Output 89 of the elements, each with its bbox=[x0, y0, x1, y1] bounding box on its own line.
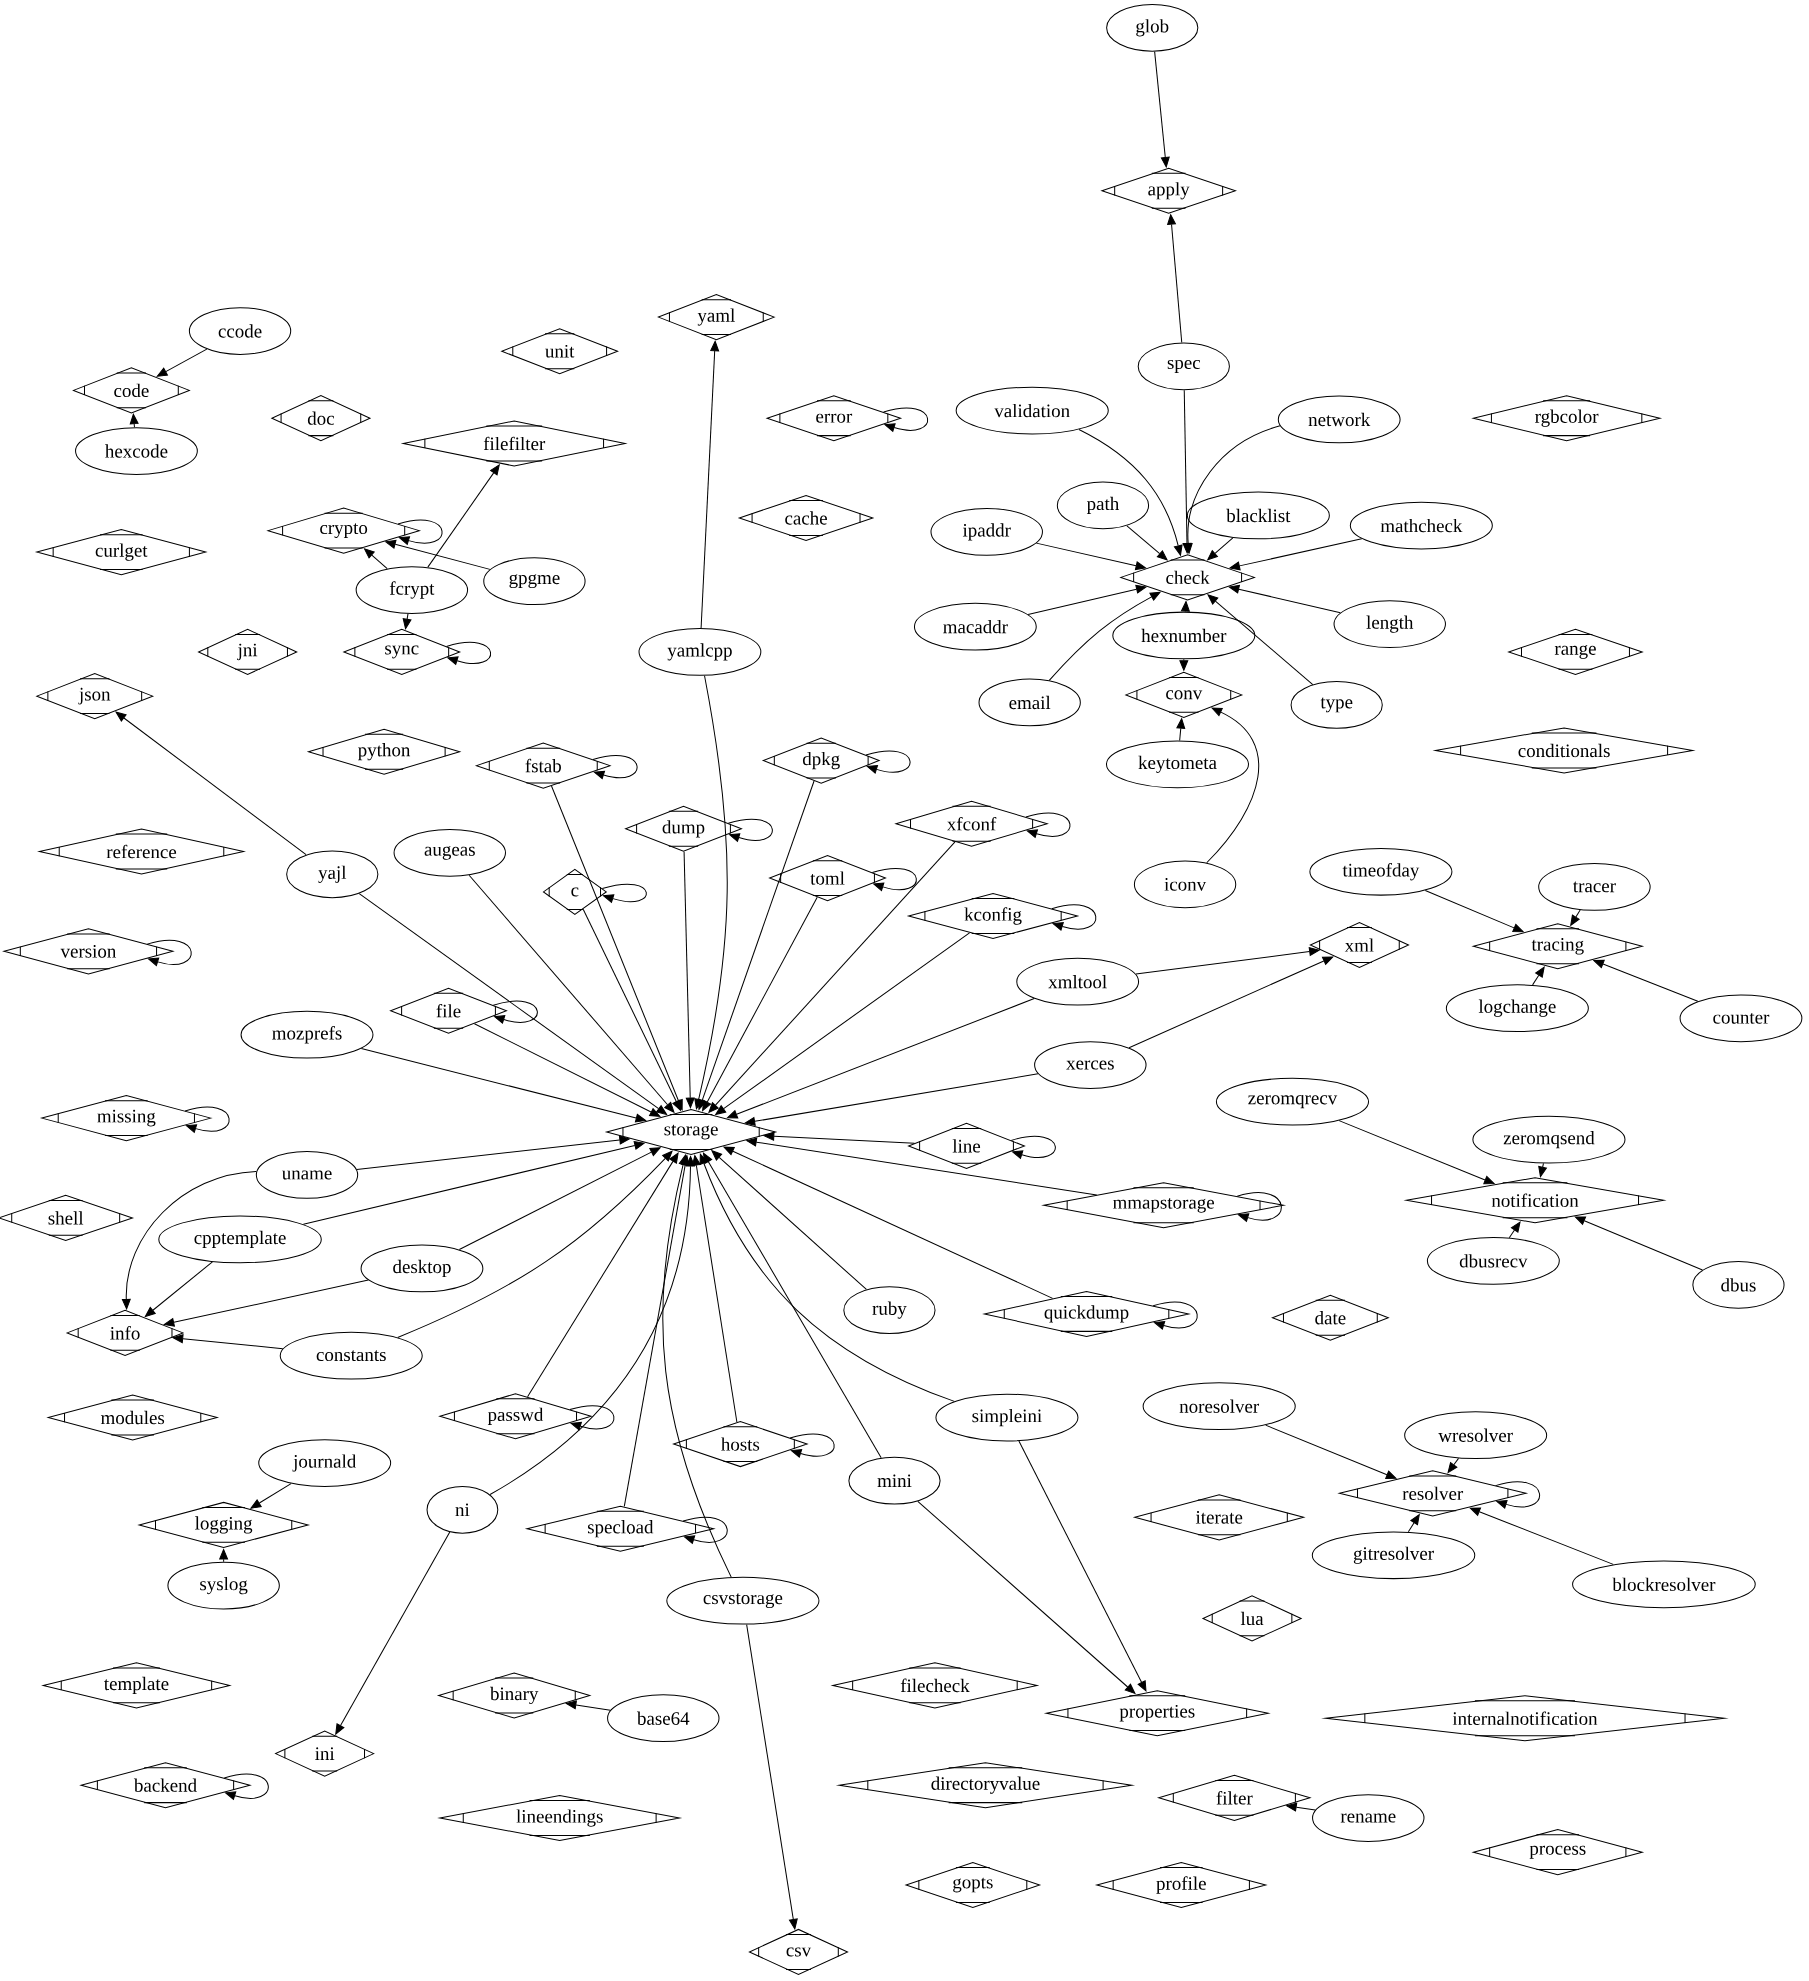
ellipse-node: length bbox=[1333, 600, 1446, 648]
arrow bbox=[1206, 707, 1260, 864]
ellipse-node: mathcheck bbox=[1349, 501, 1493, 550]
self-loop-arrow bbox=[865, 750, 911, 774]
diamond-node: jni bbox=[197, 628, 298, 675]
arrow bbox=[473, 1023, 661, 1117]
ellipse-node: cpptemplate bbox=[158, 1215, 322, 1264]
ellipse-node: desktop bbox=[360, 1244, 484, 1293]
arrow bbox=[1180, 600, 1190, 613]
ellipse-node: fcrypt bbox=[355, 566, 468, 614]
arrow bbox=[565, 1700, 611, 1711]
ellipse-node: ruby bbox=[843, 1286, 936, 1335]
ellipse-node: xmltool bbox=[1016, 957, 1139, 1006]
self-loop-arrow bbox=[569, 1405, 615, 1431]
ellipse-node: xerces bbox=[1034, 1041, 1147, 1089]
self-loop-arrow bbox=[445, 641, 491, 666]
ellipse-node: rename bbox=[1311, 1794, 1425, 1842]
ellipse-node: keytometa bbox=[1105, 740, 1249, 789]
self-loop-arrow bbox=[682, 1516, 728, 1545]
self-loop-arrow bbox=[492, 1000, 538, 1025]
ellipse-node: glob bbox=[1106, 3, 1199, 52]
ellipse-node: spec bbox=[1137, 342, 1230, 391]
self-loop-arrow bbox=[1051, 904, 1097, 932]
self-loop-arrow bbox=[1025, 812, 1071, 839]
arrow bbox=[1538, 1162, 1548, 1178]
self-loop-arrow bbox=[1236, 1192, 1282, 1223]
ellipse-node: counter bbox=[1679, 994, 1803, 1043]
ellipse-node: noresolver bbox=[1142, 1382, 1296, 1431]
ellipse-node: uname bbox=[255, 1151, 359, 1199]
arrow bbox=[1447, 1457, 1459, 1474]
arrow bbox=[702, 1152, 882, 1459]
self-loop-arrow bbox=[871, 868, 917, 892]
diamond-node: conv bbox=[1124, 671, 1243, 718]
diamond-node: ini bbox=[274, 1730, 375, 1777]
ellipse-node: hexcode bbox=[74, 427, 198, 475]
ellipse-node: validation bbox=[955, 386, 1109, 435]
self-loop-arrow bbox=[727, 818, 773, 843]
ellipse-node: dbus bbox=[1692, 1261, 1785, 1309]
ellipse-node: blacklist bbox=[1186, 491, 1330, 540]
ellipse-node: yajl bbox=[286, 850, 379, 899]
ellipse-node: ni bbox=[426, 1485, 499, 1534]
arrow bbox=[1574, 1216, 1703, 1271]
ellipse-node: dbusrecv bbox=[1426, 1237, 1560, 1285]
self-loop-arrow bbox=[184, 1106, 230, 1134]
ellipse-node: network bbox=[1277, 395, 1401, 444]
ellipse-node: mini bbox=[848, 1456, 941, 1505]
ellipse-node: constants bbox=[279, 1331, 423, 1380]
self-loop-arrow bbox=[1010, 1135, 1056, 1160]
ellipse-node: yamlcpp bbox=[638, 628, 762, 676]
ellipse-node: zeromqsend bbox=[1472, 1115, 1626, 1164]
ellipse-node: hexnumber bbox=[1112, 611, 1256, 660]
ellipse-node: email bbox=[978, 678, 1081, 727]
diamond-node: json bbox=[35, 673, 154, 720]
self-loop-arrow bbox=[883, 407, 928, 433]
self-loop-arrow bbox=[1152, 1301, 1198, 1330]
ellipse-node: augeas bbox=[393, 828, 506, 877]
self-loop-arrow bbox=[223, 1773, 269, 1801]
ellipse-node: journald bbox=[258, 1439, 392, 1487]
ellipse-node: ipaddr bbox=[930, 508, 1043, 556]
arrow bbox=[397, 1150, 673, 1338]
self-loop-arrow bbox=[592, 755, 638, 780]
ellipse-node: zeromqrecv bbox=[1215, 1077, 1369, 1126]
arrow bbox=[683, 851, 695, 1109]
diamond-node: sync bbox=[342, 628, 461, 675]
ellipse-node: blockresolver bbox=[1571, 1560, 1756, 1609]
ellipse-node: wresolver bbox=[1404, 1411, 1548, 1460]
ellipse-node: mozprefs bbox=[240, 1010, 374, 1059]
ellipse-node: ccode bbox=[188, 307, 292, 355]
ellipse-node: timeofday bbox=[1309, 847, 1453, 896]
ellipse-node: path bbox=[1056, 481, 1149, 530]
ellipse-node: gitresolver bbox=[1311, 1531, 1476, 1580]
arrow bbox=[1532, 966, 1545, 986]
arrow bbox=[1128, 956, 1334, 1049]
arrow bbox=[726, 998, 1035, 1119]
ellipse-node: tracer bbox=[1538, 863, 1651, 911]
ellipse-node: logchange bbox=[1445, 984, 1589, 1033]
ellipse-node: macaddr bbox=[913, 602, 1037, 651]
self-loop-arrow bbox=[601, 883, 647, 904]
ellipse-node: base64 bbox=[606, 1694, 720, 1743]
ellipse-node: simpleini bbox=[935, 1393, 1079, 1442]
self-loop-arrow bbox=[789, 1433, 835, 1459]
ellipse-node: iconv bbox=[1133, 860, 1237, 909]
ellipse-node: csvstorage bbox=[666, 1576, 820, 1625]
self-loop-arrow bbox=[146, 939, 192, 967]
self-loop-arrow bbox=[397, 519, 443, 546]
self-loop-arrow bbox=[1494, 1481, 1540, 1509]
ellipse-node: gpgme bbox=[483, 557, 586, 606]
ellipse-node: syslog bbox=[167, 1561, 280, 1610]
ellipse-node: type bbox=[1290, 681, 1383, 729]
